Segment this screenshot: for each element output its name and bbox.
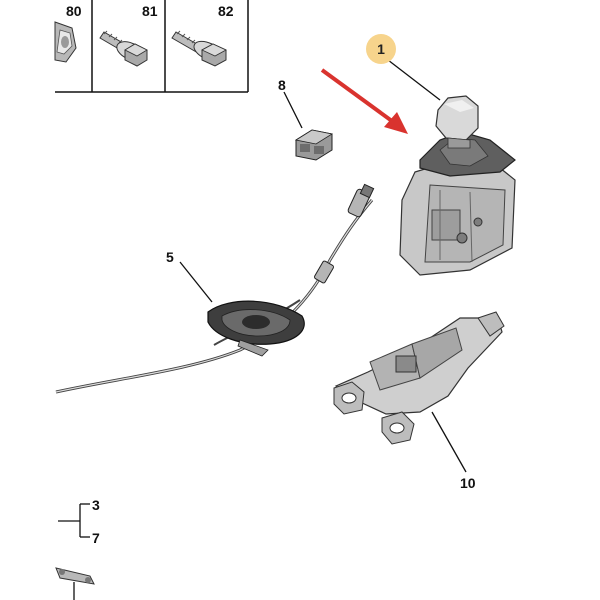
gear-lever-assembly bbox=[399, 95, 516, 276]
connector-part bbox=[294, 129, 334, 161]
support-bracket bbox=[333, 311, 505, 445]
callout-label-10: 10 bbox=[460, 475, 476, 491]
gear-cable bbox=[55, 183, 375, 394]
leader-line-8 bbox=[283, 91, 303, 129]
red-arrow bbox=[320, 68, 408, 134]
screw-with-washer-icon bbox=[171, 30, 227, 67]
hardware-number-80: 80 bbox=[66, 3, 82, 19]
screw-with-washer-icon bbox=[99, 30, 148, 67]
small-link-part bbox=[55, 567, 95, 585]
callout-badge-1: 1 bbox=[366, 34, 396, 64]
callout-label-5: 5 bbox=[166, 249, 174, 265]
cable-grommet bbox=[207, 300, 305, 357]
callout-label-8: 8 bbox=[278, 77, 286, 93]
callout-label-7: 7 bbox=[92, 530, 100, 546]
leader-line-1 bbox=[387, 59, 441, 101]
hardware-table bbox=[55, 0, 249, 93]
hardware-number-82: 82 bbox=[218, 3, 234, 19]
nut-icon bbox=[54, 21, 77, 63]
hardware-number-81: 81 bbox=[142, 3, 158, 19]
leader-line-10 bbox=[431, 411, 467, 473]
callout-bracket-3-7 bbox=[58, 503, 90, 538]
callout-label-3: 3 bbox=[92, 497, 100, 513]
leader-line-5 bbox=[179, 261, 213, 303]
